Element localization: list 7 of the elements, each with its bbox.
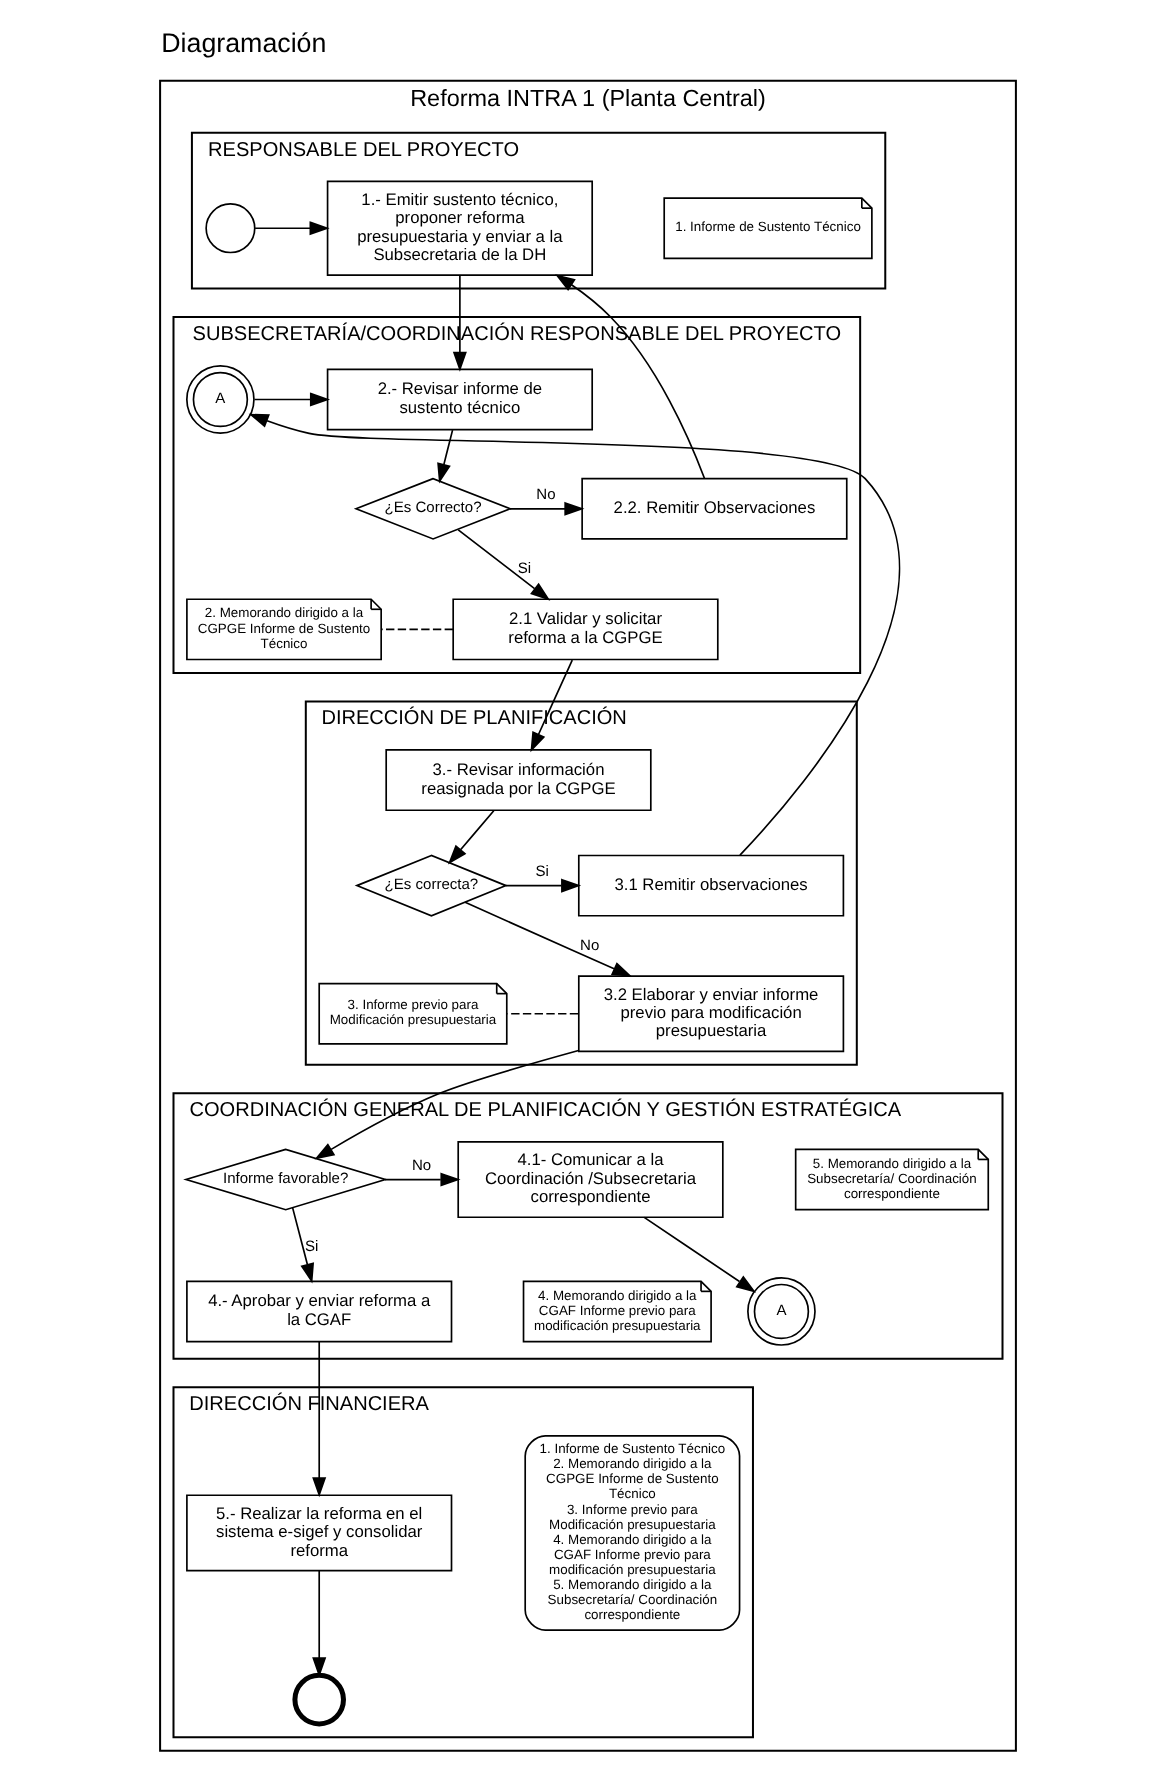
- diagram-title: Diagramación: [161, 28, 327, 59]
- edge-label: No: [536, 485, 556, 504]
- edge-label: No: [411, 1155, 432, 1174]
- edge-label: No: [580, 935, 600, 954]
- edge-label: Si: [535, 861, 549, 880]
- edge-label: Si: [517, 558, 532, 577]
- edge-label: Si: [304, 1237, 319, 1256]
